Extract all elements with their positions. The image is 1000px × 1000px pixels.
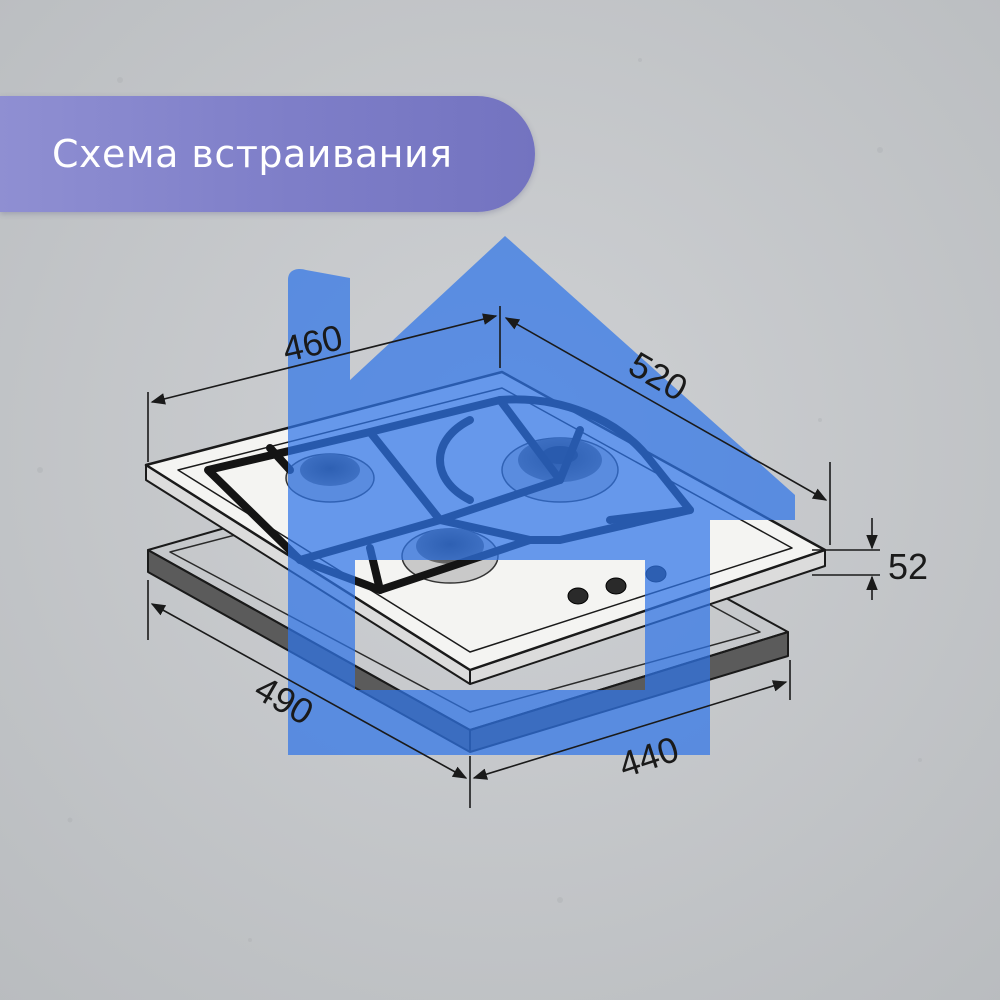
dim-label-52: 52 — [888, 546, 928, 587]
page-title: Схема встраивания — [52, 132, 453, 176]
knob-1 — [567, 587, 589, 605]
concrete-texture — [37, 58, 922, 942]
title-banner: Схема встраивания — [0, 96, 535, 212]
dimension-lines — [147, 306, 880, 808]
knob-2 — [605, 577, 627, 595]
